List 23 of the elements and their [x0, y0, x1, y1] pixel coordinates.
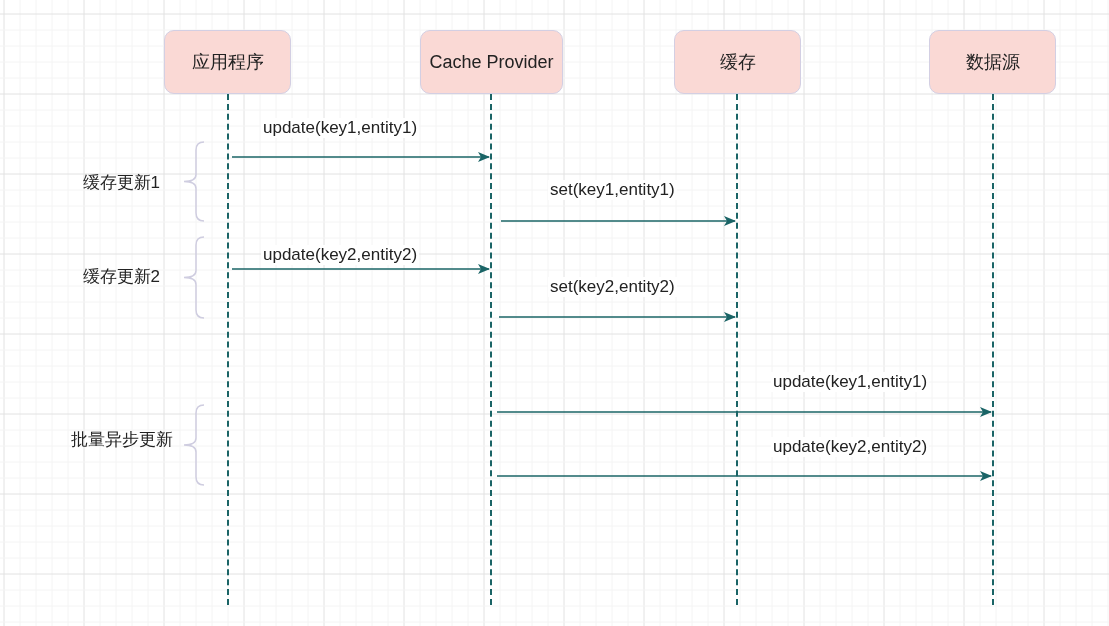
- edge-label: update(key1,entity1): [261, 118, 420, 138]
- lifeline-header-box: Cache Provider: [420, 30, 563, 94]
- arrow: [231, 152, 490, 162]
- edge-label: set(key2,entity2): [548, 277, 677, 297]
- lifeline-header-box: 数据源: [929, 30, 1056, 94]
- arrow: [498, 312, 736, 322]
- lifeline-header-box: 应用程序: [164, 30, 291, 94]
- group-label: 缓存更新1: [82, 173, 160, 193]
- arrow: [496, 471, 992, 481]
- lifeline: [490, 94, 492, 605]
- arrow: [231, 264, 490, 274]
- group-label: 批量异步更新: [71, 430, 173, 450]
- lifeline: [992, 94, 994, 605]
- lifeline-header-box: 缓存: [674, 30, 801, 94]
- edge-label: set(key1,entity1): [548, 180, 677, 200]
- lifeline: [227, 94, 229, 605]
- edge-label: update(key2,entity2): [261, 245, 420, 265]
- arrow: [500, 216, 736, 226]
- edge-label: update(key2,entity2): [771, 437, 930, 457]
- group-label: 缓存更新2: [82, 267, 160, 287]
- lifeline: [736, 94, 738, 605]
- edge-label: update(key1,entity1): [771, 372, 930, 392]
- arrow: [496, 407, 992, 417]
